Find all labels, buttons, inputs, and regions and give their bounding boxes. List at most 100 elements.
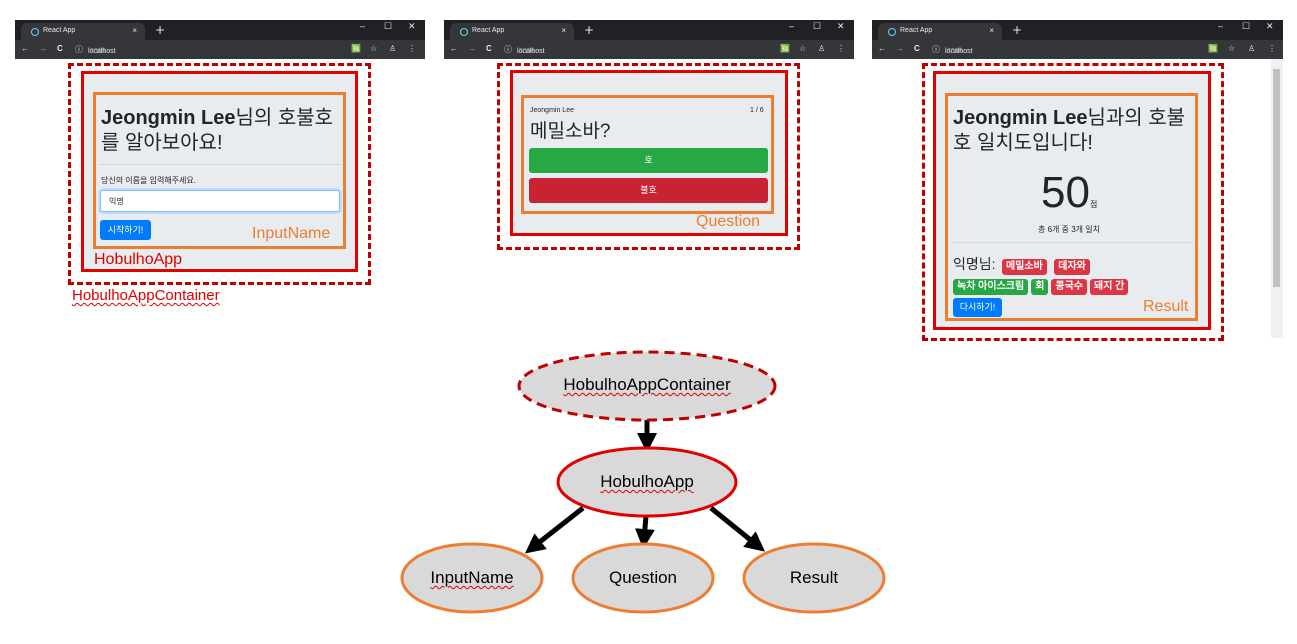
component-outline-question (521, 95, 774, 214)
label-hobulhoapp-1: HobulhoApp (94, 251, 183, 268)
minimize-icon[interactable]: – (1218, 21, 1224, 31)
tab-close-icon[interactable]: × (132, 26, 137, 35)
menu-icon[interactable]: ⋮ (837, 44, 845, 53)
question-user: Jeongmin Lee (530, 107, 574, 114)
node-label-question: Question (608, 568, 678, 587)
react-icon (31, 28, 39, 36)
tab-title: React App (472, 27, 505, 34)
reload-icon[interactable]: C (486, 44, 492, 53)
tab-bar: React App × + – ☐ ✕ (444, 20, 854, 40)
browser-tab[interactable]: React App × (450, 23, 574, 40)
badge-item: 돼지 간 (1090, 279, 1129, 295)
node-label-root: HobulhoAppContainer (563, 375, 731, 394)
edge-app-result (709, 506, 765, 552)
label-question: Question (696, 213, 761, 230)
new-tab-icon[interactable]: + (584, 23, 595, 37)
reload-icon[interactable]: C (914, 44, 920, 53)
address-bar: ← → C ⓘ localhost:3000 🈯 ☆ ♙ ⋮ (872, 40, 1283, 59)
tab-bar: React App × + – ☐ ✕ (872, 20, 1283, 40)
forward-icon[interactable]: → (468, 44, 476, 53)
component-outline-result (945, 93, 1198, 321)
close-window-icon[interactable]: ✕ (408, 21, 416, 31)
menu-icon[interactable]: ⋮ (1268, 44, 1276, 53)
node-inputname (400, 542, 544, 614)
maximize-icon[interactable]: ☐ (813, 21, 822, 31)
star-icon[interactable]: ☆ (370, 44, 378, 53)
result-title: Jeongmin Lee님과의 호불호 일치도입니다! (953, 107, 1186, 154)
minimize-icon[interactable]: – (789, 21, 795, 31)
back-icon[interactable]: ← (21, 44, 29, 53)
label-result: Result (1143, 298, 1189, 315)
close-window-icon[interactable]: ✕ (837, 21, 845, 31)
badge-item: 데자와 (1054, 259, 1090, 275)
node-result (742, 542, 886, 614)
new-tab-icon[interactable]: + (155, 23, 166, 37)
translate-icon[interactable]: 🈯 (780, 44, 790, 53)
browser-tab[interactable]: React App × (878, 23, 1002, 40)
forward-icon[interactable]: → (39, 44, 47, 53)
start-button[interactable]: 시작하기! (100, 220, 151, 240)
score: 50점 (1041, 169, 1097, 229)
score-detail: 총 6개 중 3개 일치 (1038, 225, 1100, 234)
node-question (571, 542, 715, 614)
name-input[interactable]: 익명 (100, 190, 340, 212)
new-tab-icon[interactable]: + (1012, 23, 1023, 37)
tab-title: React App (43, 27, 76, 34)
like-button[interactable]: 호 (529, 148, 768, 173)
minimize-icon[interactable]: – (360, 21, 366, 31)
edge-app-inputname (524, 506, 585, 554)
maximize-icon[interactable]: ☐ (1242, 21, 1251, 31)
menu-icon[interactable]: ⋮ (408, 44, 416, 53)
dislike-button[interactable]: 불호 (529, 178, 768, 203)
close-window-icon[interactable]: ✕ (1266, 21, 1274, 31)
scrollbar-thumb[interactable] (1273, 69, 1280, 287)
translate-icon[interactable]: 🈯 (351, 44, 361, 53)
label-hobulhoappcontainer: HobulhoAppContainer (72, 287, 220, 304)
label-inputname: InputName (252, 225, 331, 242)
react-icon (888, 28, 896, 36)
name-prompt: 당신의 이름을 입력해주세요. (101, 176, 196, 185)
component-outline-inputname (93, 92, 346, 249)
account-icon[interactable]: ♙ (818, 44, 826, 53)
info-icon: ⓘ (75, 45, 83, 54)
page-title: Jeongmin Lee님의 호불호를 알아보아요! (101, 107, 334, 154)
node-label-app: HobulhoApp (600, 472, 694, 491)
star-icon[interactable]: ☆ (799, 44, 807, 53)
score-unit: 점 (1089, 200, 1098, 209)
back-icon[interactable]: ← (878, 44, 886, 53)
address-bar: ← → C ⓘ localhost:3000 🈯 ☆ ♙ ⋮ (444, 40, 854, 59)
divider (951, 242, 1193, 243)
badge-item: 녹차 아이스크림 (953, 279, 1029, 295)
node-label-result: Result (789, 568, 839, 587)
reload-icon[interactable]: C (57, 44, 63, 53)
question-text: 메밀소바? (530, 121, 611, 142)
container-outline-3 (922, 63, 1224, 341)
container-outline-2 (497, 63, 800, 250)
name-input-value: 익명 (109, 197, 124, 206)
tab-title: React App (900, 27, 933, 34)
badge-item: 메밀소바 (1001, 259, 1047, 275)
question-progress: 1 / 6 (750, 107, 764, 114)
edge-app-question (634, 515, 655, 549)
scrollbar[interactable] (1271, 59, 1283, 338)
info-icon: ⓘ (504, 45, 512, 54)
other-user-label: 익명님: (953, 256, 996, 272)
divider (99, 164, 341, 165)
tab-close-icon[interactable]: × (561, 26, 566, 35)
star-icon[interactable]: ☆ (1228, 44, 1236, 53)
back-icon[interactable]: ← (450, 44, 458, 53)
browser-tab[interactable]: React App × (21, 23, 145, 40)
badge-item: 회 (1031, 279, 1049, 295)
node-label-inputname: InputName (430, 568, 514, 587)
tab-bar: React App × + – ☐ ✕ (15, 20, 425, 40)
translate-icon[interactable]: 🈯 (1208, 44, 1218, 53)
forward-icon[interactable]: → (896, 44, 904, 53)
tab-close-icon[interactable]: × (989, 26, 994, 35)
maximize-icon[interactable]: ☐ (384, 21, 393, 31)
node-hobulhoappcontainer (517, 350, 777, 422)
account-icon[interactable]: ♙ (1248, 44, 1256, 53)
account-icon[interactable]: ♙ (389, 44, 397, 53)
retry-button[interactable]: 다시하기! (953, 298, 1002, 317)
